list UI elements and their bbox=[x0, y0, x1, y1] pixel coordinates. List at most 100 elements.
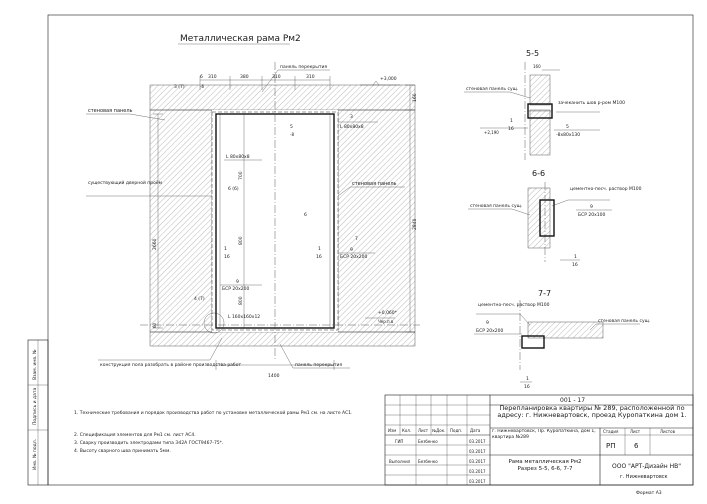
floor-panel bbox=[149, 331, 416, 347]
mark-4-7: 4 (7) bbox=[194, 296, 205, 302]
stamp-col-kol: Кол. bbox=[402, 428, 411, 433]
elev-top: +3,000 bbox=[380, 76, 397, 82]
general-notes: 1. Технические требования и порядок прои… bbox=[74, 409, 353, 454]
dim-60: 60 bbox=[152, 322, 157, 328]
section-6-6-bsr: БСР 20х100 bbox=[578, 212, 605, 218]
mark-1-a: 1 bbox=[224, 246, 227, 252]
note-4: 4. Высоту сварного шва принимать 5мм. bbox=[74, 448, 171, 454]
stamp-sheet-hdr: Лист bbox=[630, 429, 641, 434]
stamp-object-box: Перепланировка квартиры № 289, расположе… bbox=[497, 405, 687, 419]
dim-310-c: 310 bbox=[306, 74, 315, 80]
stamp-date-extra-2: 03.2017 bbox=[469, 469, 486, 474]
side-stamp: Инв. № подл. Подпись и дата Взам. инв. № bbox=[27, 339, 49, 486]
side-stamp-vzam: Взам. инв. № bbox=[32, 349, 38, 380]
format-label: Формат А3 bbox=[636, 490, 662, 496]
section-7-7: 7-7 цементно-песч. раствор М100 9 БСР 20… bbox=[474, 289, 650, 390]
title-block: Изм Кол. Лист №Док. Подп. Дата ГИП Безбе… bbox=[384, 394, 694, 486]
sheet-frame bbox=[47, 14, 694, 486]
dim-310-a: 310 bbox=[208, 74, 217, 80]
mark-9-bottom: 9 bbox=[236, 279, 239, 285]
mark-minus6: -6 bbox=[200, 84, 204, 89]
section-5-5-dim-160: 160 bbox=[533, 64, 541, 69]
section-5-5-m16: 16 bbox=[508, 126, 514, 132]
note-1: 1. Технические требования и порядок прои… bbox=[74, 409, 353, 416]
stamp-sheets-hdr: Листов bbox=[660, 429, 676, 434]
drawing-title: Металлическая рама Рм2 bbox=[180, 34, 301, 44]
section-5-5-panel: стеновая панель сущ. bbox=[466, 87, 518, 92]
stamp-r2-name: Безбенко bbox=[418, 459, 438, 464]
label-l80-top: L 80х80х8 bbox=[340, 124, 364, 130]
section-5-5-mark5: 5 bbox=[566, 124, 569, 130]
mark-16-a: 16 bbox=[224, 254, 230, 260]
stamp-stage: РП bbox=[606, 442, 616, 450]
stamp-col-ndok: №Док. bbox=[432, 428, 445, 433]
dim-800-b: 800 bbox=[238, 296, 244, 305]
stamp-date-extra-1: 03.2017 bbox=[469, 449, 486, 454]
side-stamp-podpis: Подпись и дата bbox=[32, 387, 38, 425]
label-sush-proem: существующий дверной проём bbox=[88, 179, 162, 186]
side-stamp-podl: Инв. № подл. bbox=[32, 439, 38, 470]
section-6-6-panel: стеновая панель сущ. bbox=[470, 204, 522, 209]
dim-800-a: 800 bbox=[238, 236, 244, 245]
note-2: 2. Спецификация элементов для Рм1 см. ли… bbox=[74, 432, 196, 438]
wall-left bbox=[149, 109, 213, 333]
label-panel-perekr-bottom: панель перекрытия bbox=[295, 363, 342, 368]
label-konstr-pola: конструкция пола разобрать в районе прои… bbox=[100, 361, 241, 368]
section-6-6-m9: 9 bbox=[590, 204, 593, 210]
note-3: 3. Сварку производить электродами типа Э… bbox=[74, 440, 223, 446]
label-bsr-bottom: БСР 20х200 bbox=[222, 286, 249, 292]
ceiling-panel bbox=[149, 84, 416, 111]
section-7-7-m9: 9 bbox=[486, 320, 489, 326]
mark-7: 7 bbox=[355, 236, 358, 242]
dim-2840: 2840 bbox=[412, 218, 418, 230]
section-5-5: 5-5 160 стеновая панель сущ. зачеканить … bbox=[464, 49, 625, 160]
wall-right bbox=[337, 109, 416, 333]
label-l80-mid: L 80х80х8 bbox=[226, 154, 250, 160]
section-6-6-rastvor: цементно-песч. раствор М100 bbox=[570, 186, 642, 192]
dim-380: 380 bbox=[240, 74, 249, 80]
section-5-5-m1: 1 bbox=[510, 118, 513, 124]
section-5-5-title: 5-5 bbox=[526, 49, 539, 58]
stamp-stage-hdr: Стадия bbox=[603, 429, 619, 434]
label-stenovaya-right: стеновая панель bbox=[352, 181, 397, 187]
stamp-r2-date: 03.2017 bbox=[469, 459, 486, 464]
section-7-7-m16: 16 bbox=[524, 384, 530, 390]
mark-5: 5 bbox=[290, 124, 293, 130]
stamp-col-data: Дата bbox=[470, 428, 481, 433]
mark-3-7: 3 (7) bbox=[174, 84, 185, 90]
stamp-code: 001 - 17 bbox=[560, 397, 585, 404]
mark-5b: -8 bbox=[290, 132, 294, 137]
section-7-7-rastvor: цементно-песч. раствор М100 bbox=[478, 302, 550, 308]
section-6-6-m1: 1 bbox=[574, 254, 577, 260]
stamp-object: Перепланировка квартиры № 289, расположе… bbox=[497, 405, 687, 419]
stamp-city: г. Нижневартовск bbox=[620, 474, 668, 480]
stamp-r1-role: ГИП bbox=[395, 439, 403, 444]
mark-1-b: 1 bbox=[318, 246, 321, 252]
main-elevation: 310 380 310 310 +3,000 160 2840 2660 60 … bbox=[86, 62, 420, 379]
mark-16-b: 16 bbox=[316, 254, 322, 260]
section-6-6: 6-6 стеновая панель сущ. цементно-песч. … bbox=[468, 169, 642, 268]
section-6-6-title: 6-6 bbox=[532, 169, 545, 178]
stamp-col-podp: Подп. bbox=[450, 428, 462, 433]
section-7-7-m1: 1 bbox=[526, 376, 529, 382]
section-5-5-elev: +2,190 bbox=[484, 130, 499, 135]
section-7-7-title: 7-7 bbox=[538, 289, 551, 298]
stamp-address-box: г. Нижневартовск, Пр. Куропаткина, дом 1… bbox=[492, 429, 596, 440]
stamp-sheet-title: Рама металлическая Рм2 Разрез 5-5, 6-6, … bbox=[508, 459, 582, 472]
stamp-r2-role: Выполнил bbox=[389, 459, 411, 464]
mark-9-right: 9 bbox=[350, 247, 353, 253]
stamp-col-izm: Изм bbox=[388, 428, 396, 433]
dim-700: 700 bbox=[238, 171, 244, 180]
mark-6-b: 6 bbox=[304, 212, 307, 218]
mark-6: 6 bbox=[200, 74, 203, 80]
elev-bottom: +0,060* bbox=[378, 310, 398, 316]
dim-1400: 1400 bbox=[268, 373, 280, 379]
stamp-sheet-title-box: Рама металлическая Рм2 Разрез 5-5, 6-6, … bbox=[508, 459, 582, 472]
stamp-r1-date: 03.2017 bbox=[469, 439, 486, 444]
section-7-7-panel: стеновая панель сущ. bbox=[598, 319, 650, 324]
elev-bottom-note: Чер.п.в bbox=[378, 319, 394, 324]
mark-3: 3 bbox=[350, 114, 353, 120]
stamp-company: ООО "АРТ-Дизайн НВ" bbox=[612, 463, 681, 470]
